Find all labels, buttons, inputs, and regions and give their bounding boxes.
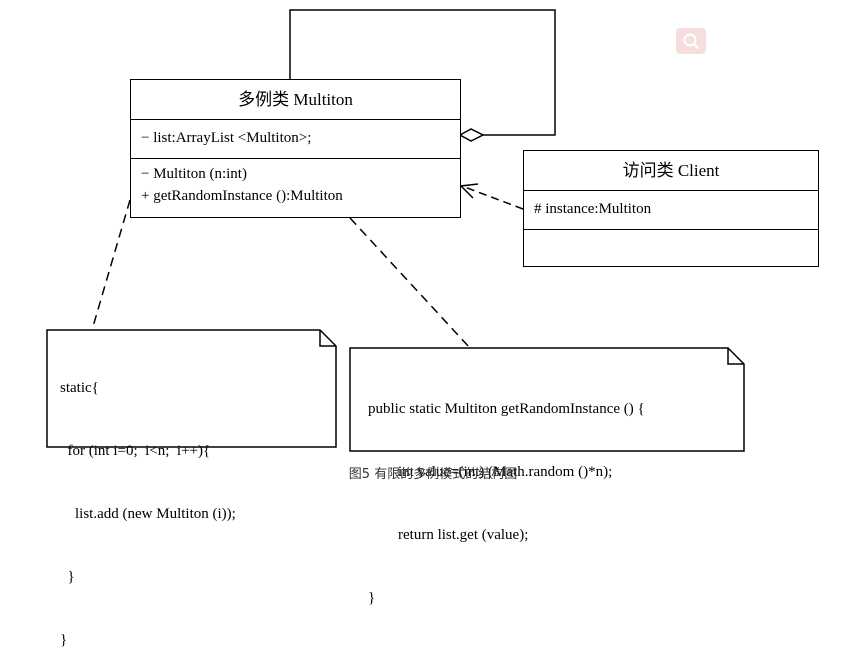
figure-caption: 图5 有限的多例模式的结构图	[348, 467, 518, 482]
note-static-shape	[46, 329, 337, 448]
multiton-class-box: 多例类 Multiton − list:ArrayList <Multiton>…	[130, 79, 461, 218]
client-attributes-section: # instance:Multiton	[524, 190, 818, 229]
multiton-class-name: 多例类 Multiton	[238, 90, 353, 109]
code-line: int value=(int) (Math.random ()*n);	[368, 464, 613, 480]
diagram-canvas	[46, 9, 745, 452]
code-line: list.add (new Multiton (i));	[60, 506, 236, 522]
aggregation-diamond	[458, 128, 485, 142]
multiton-attributes-section: − list:ArrayList <Multiton>;	[131, 119, 460, 158]
multiton-operations-section: − Multiton (n:int) + getRandomInstance (…	[131, 158, 460, 207]
multiton-attribute: − list:ArrayList <Multiton>;	[141, 130, 312, 146]
dependency-line	[461, 185, 524, 210]
code-line: }	[60, 569, 75, 585]
note-method-connector	[349, 217, 471, 349]
code-line: }	[60, 632, 68, 648]
note-static-fold	[319, 330, 336, 347]
client-class-box: 访问类 Client # instance:Multiton	[523, 150, 819, 267]
client-class-name: 访问类 Client	[622, 161, 720, 180]
note-static-connector	[91, 199, 131, 331]
note-method-text: public static Multiton getRandomInstance…	[368, 357, 645, 630]
note-method-shape	[349, 347, 745, 452]
client-attribute: # instance:Multiton	[534, 201, 652, 217]
code-line: }	[368, 590, 376, 606]
multiton-operation: − Multiton (n:int)	[141, 166, 247, 182]
code-line: for (int i=0; i<n; i++){	[60, 443, 211, 459]
code-line: static{	[60, 380, 99, 396]
dependency-arrowhead	[459, 183, 479, 199]
code-line: return list.get (value);	[368, 527, 529, 543]
code-line: public static Multiton getRandomInstance…	[368, 401, 645, 417]
client-operations-section	[524, 229, 818, 265]
search-icon	[683, 33, 700, 50]
note-method-fold	[727, 348, 744, 365]
self-association-line	[289, 9, 556, 136]
multiton-operation: + getRandomInstance ():Multiton	[141, 188, 343, 204]
note-static-text: static{ for (int i=0; i<n; i++){ list.ad…	[60, 336, 236, 672]
search-button[interactable]	[676, 28, 706, 54]
